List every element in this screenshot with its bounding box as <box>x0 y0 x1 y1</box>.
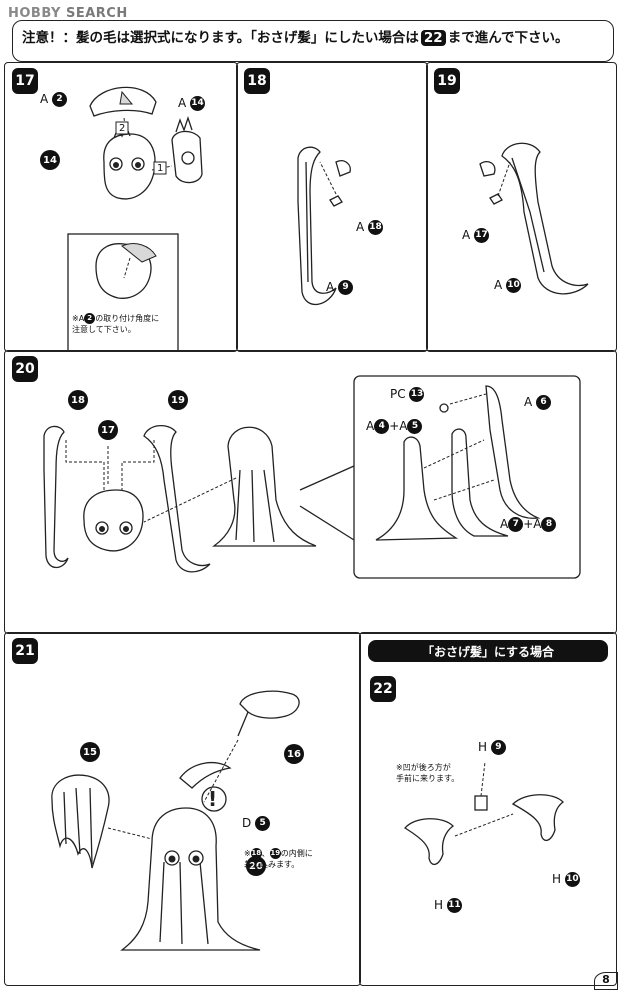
part-number-h9: 9 <box>490 740 506 755</box>
step-22-badge: 22 <box>370 676 396 702</box>
step-21-panel <box>4 632 361 986</box>
label-a2: A 2 <box>40 92 68 107</box>
callout-19: 19 <box>168 390 188 410</box>
step-21-illustration: ! <box>51 690 300 951</box>
hair-strand-a10 <box>501 142 589 295</box>
back-plate-part-a14 <box>171 130 203 184</box>
part-number-9: 9 <box>338 280 354 295</box>
notice-suffix: まで進んで下さい。 <box>447 30 569 46</box>
step-19-panel <box>426 62 617 352</box>
part-number-17: 17 <box>474 228 490 243</box>
callout-20: 20 <box>246 856 266 876</box>
part-number-h10: 10 <box>564 872 580 887</box>
part-number-5: 5 <box>407 419 423 434</box>
accessory-part-d5 <box>179 761 232 789</box>
svg-text:!: ! <box>208 787 217 811</box>
step-20-illustration <box>43 375 581 579</box>
part-number-4: 4 <box>374 419 390 434</box>
label-pc13: PC 13 <box>390 387 425 402</box>
label-h11: H 11 <box>434 898 462 913</box>
step-21-note: ※18、19の内側に差し込みます。 <box>244 848 313 869</box>
step-22-panel <box>359 632 617 986</box>
hair-clip-part-16 <box>239 690 300 719</box>
order-step-2: 2 <box>119 123 126 134</box>
step-18-badge: 18 <box>244 68 270 94</box>
head-assembly-part-20 <box>120 807 261 951</box>
part-number-2: 2 <box>52 92 68 107</box>
step-20-badge: 20 <box>12 356 38 382</box>
watermark-hobby-text: HOBBY <box>8 6 61 21</box>
watermark-search-text: SEARCH <box>65 6 128 21</box>
hobby-search-watermark: HOBBY SEARCH <box>8 6 128 21</box>
notice-box <box>12 20 614 62</box>
callout-15: 15 <box>80 742 100 762</box>
label-d5: D 5 <box>242 816 271 831</box>
assembled-hair-back <box>211 426 317 547</box>
part-number-7: 7 <box>508 517 524 532</box>
page-number: 8 <box>594 972 618 990</box>
step-19-illustration <box>479 142 589 295</box>
label-a6: A 6 <box>524 395 552 410</box>
step-17-illustration <box>67 86 203 350</box>
label-a18: A 18 <box>356 220 384 235</box>
braids-option-banner: 「おさげ髪」にする場合 <box>368 640 608 662</box>
braid-part-h10 <box>511 794 564 841</box>
part-number-pc13: 13 <box>409 387 425 402</box>
callout-14: 14 <box>40 150 60 170</box>
label-h10: H 10 <box>552 872 580 887</box>
step-21-badge: 21 <box>12 638 38 664</box>
bangs-part-15 <box>51 774 110 869</box>
callout-16: 16 <box>284 744 304 764</box>
braid-part-h11 <box>404 818 454 865</box>
callout-17: 17 <box>98 420 118 440</box>
step-22-note: ※凹が後ろ方が手前に来ります。 <box>396 763 460 783</box>
step-18-illustration <box>297 146 351 306</box>
notice-prefix: 注意！：髪の毛は選択式になります。「おさげ髪」にしたい場合は <box>22 30 419 46</box>
connector-part-h9 <box>474 795 488 811</box>
step-22-illustration <box>404 761 564 865</box>
part-number-h11: 11 <box>446 898 462 913</box>
step-20-panel <box>4 350 617 634</box>
step-18-panel <box>236 62 428 352</box>
label-a17: A 17 <box>462 228 490 243</box>
part-number-d5: 5 <box>255 816 271 831</box>
label-a14: A 14 <box>178 96 206 111</box>
notice-step-badge: 22 <box>420 30 446 46</box>
part-number-6: 6 <box>536 395 552 410</box>
part-number-18: 18 <box>368 220 384 235</box>
label-h9: H 9 <box>478 740 506 755</box>
label-a10: A 10 <box>494 278 522 293</box>
callout-18: 18 <box>68 390 88 410</box>
step-17-badge: 17 <box>12 68 38 94</box>
label-a9: A 9 <box>326 280 354 295</box>
part-number-10: 10 <box>506 278 522 293</box>
order-step-1: 1 <box>157 163 164 174</box>
part-number-14: 14 <box>190 96 206 111</box>
step-19-badge: 19 <box>434 68 460 94</box>
part-number-8: 8 <box>541 517 557 532</box>
step-17-panel <box>4 62 238 352</box>
